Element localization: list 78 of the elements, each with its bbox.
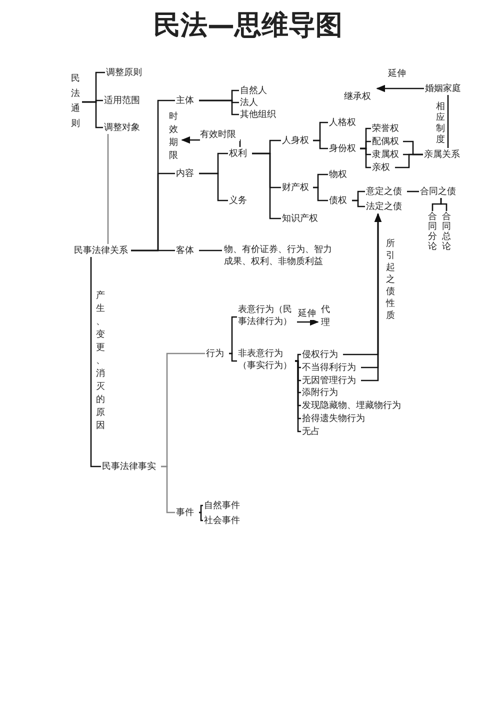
topic-label: 法定之债 bbox=[366, 201, 406, 212]
topic-label: 自然人 bbox=[240, 85, 274, 96]
topic-label: 意定之债 bbox=[366, 186, 406, 197]
topic-label: 权利 bbox=[229, 148, 251, 159]
connector bbox=[295, 360, 301, 432]
edge-label: 有效时限 bbox=[200, 129, 240, 141]
topic-label: 亲属关系 bbox=[424, 149, 464, 160]
connector bbox=[295, 354, 301, 362]
connector bbox=[360, 148, 371, 168]
topic-label: 债权 bbox=[329, 195, 351, 206]
topic-label: 代理 bbox=[320, 304, 331, 332]
topic-label: 继承权 bbox=[344, 91, 374, 102]
topic-label: 社会事件 bbox=[204, 515, 244, 526]
connector bbox=[229, 316, 237, 354]
connector bbox=[90, 257, 101, 468]
arrow bbox=[376, 84, 424, 92]
topic-label: 婚姻家庭 bbox=[425, 83, 467, 94]
topic-label: 时效期限 bbox=[168, 111, 179, 165]
topic-label: 民法通则 bbox=[70, 72, 81, 132]
topic-label: 知识产权 bbox=[282, 213, 322, 224]
topic-label: 物权 bbox=[329, 169, 351, 180]
connector bbox=[199, 100, 239, 116]
title: 民法—思维导图 bbox=[152, 9, 344, 43]
topic-label: 内容 bbox=[176, 168, 198, 179]
topic-label: 人格权 bbox=[329, 117, 359, 128]
connector bbox=[313, 186, 328, 202]
topic-label: 侵权行为 bbox=[302, 349, 342, 360]
topic-label: 调整原则 bbox=[106, 67, 146, 78]
connector bbox=[82, 101, 103, 128]
topic-label: 合同分论 bbox=[427, 212, 438, 252]
connector bbox=[199, 172, 228, 202]
topic-label: 发现隐藏物、埋藏物行为 bbox=[302, 400, 404, 411]
connector bbox=[131, 250, 175, 252]
topic-label: 身份权 bbox=[329, 143, 359, 154]
connector bbox=[447, 95, 449, 148]
topic-label: 适用范围 bbox=[104, 95, 144, 106]
topic-label: 添附行为 bbox=[302, 387, 342, 398]
topic-label: 拾得遗失物行为 bbox=[302, 413, 370, 424]
topic-label: 行为 bbox=[206, 348, 228, 359]
topic-label: 无因管理行为 bbox=[302, 375, 360, 386]
topic-label: 调整对象 bbox=[104, 122, 144, 133]
edge-label: 相应制度 bbox=[435, 102, 446, 146]
topic-label: 物、有价证券、行为、智力成果、权利、非物质利益 bbox=[224, 244, 332, 270]
connector bbox=[352, 200, 365, 208]
connector bbox=[199, 504, 203, 514]
topic-label: 不当得利行为 bbox=[302, 362, 360, 373]
topic-label: 合同总论 bbox=[441, 212, 452, 252]
topic-label: 荣誉权 bbox=[372, 123, 402, 134]
connector bbox=[199, 250, 222, 252]
topic-label: 隶属权 bbox=[372, 149, 402, 160]
topic-label: 事件 bbox=[176, 507, 198, 518]
topic-label: 法人 bbox=[240, 97, 262, 108]
connector bbox=[313, 140, 328, 150]
topic-label: 非表意行为（事实行为） bbox=[238, 348, 294, 374]
edge-label: 延伸 bbox=[298, 308, 318, 320]
connector bbox=[407, 190, 419, 192]
topic-label: 客体 bbox=[176, 245, 198, 256]
arrow bbox=[297, 318, 319, 326]
connector bbox=[395, 154, 423, 168]
connector bbox=[199, 512, 203, 522]
connector bbox=[107, 134, 109, 244]
topic-label: 民事法律事实 bbox=[102, 461, 160, 472]
topic-label: 其他组织 bbox=[240, 109, 280, 120]
topic-label: 主体 bbox=[176, 95, 198, 106]
topic-label: 亲权 bbox=[372, 162, 394, 173]
connector bbox=[252, 152, 281, 220]
topic-label: 自然事件 bbox=[204, 500, 244, 511]
topic-label: 义务 bbox=[229, 195, 251, 206]
connector bbox=[229, 352, 237, 362]
topic-label: 财产权 bbox=[282, 182, 312, 193]
topic-label: 表意行为（民事法律行为） bbox=[238, 304, 296, 330]
connector bbox=[161, 466, 175, 514]
topic-label: 民事法律关系 bbox=[74, 245, 130, 256]
topic-label: 无占 bbox=[302, 426, 324, 437]
connector bbox=[440, 198, 448, 211]
topic-label: 人身权 bbox=[282, 135, 312, 146]
topic-label: 合同之债 bbox=[420, 186, 462, 197]
topic-label: 配偶权 bbox=[372, 136, 402, 147]
